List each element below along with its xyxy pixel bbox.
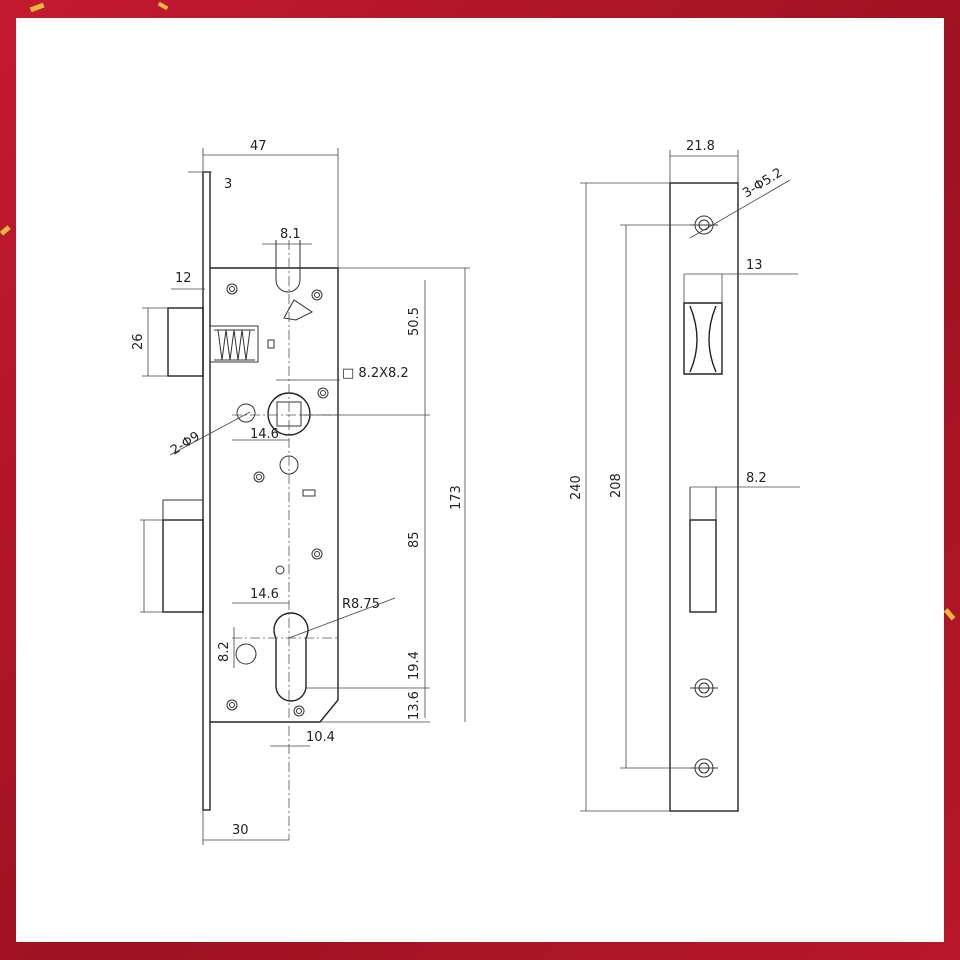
screw-hole-icon [690,678,718,698]
technical-drawing: 47 3 8.1 12 26 50.5 □ 8.2X8.2 2-Φ9 14.6 … [131,139,800,845]
dim-plate-height: 240 [569,475,584,500]
screw-icon [293,705,305,717]
drawing-panel: 47 3 8.1 12 26 50.5 □ 8.2X8.2 2-Φ9 14.6 … [16,18,944,942]
dim-latch-projection: 12 [175,271,192,286]
euro-cylinder-hole [273,612,309,702]
screw-icon [311,548,323,560]
dim-plate-width: 21.8 [686,139,715,154]
dim-bottom-offset: 13.6 [407,691,422,720]
dim-backset: 30 [232,823,249,838]
dim-hole-offset-top: 14.6 [250,427,279,442]
screw-icon [311,289,323,301]
screw-icon [226,699,238,711]
dim-face-thickness: 3 [224,177,232,192]
dim-square-spindle: □ 8.2X8.2 [342,366,409,381]
deadbolt-opening [689,519,717,613]
dim-width-47: 47 [250,139,267,154]
screw-icon [317,387,329,399]
lock-case [210,267,339,723]
dim-hole-diameter: 2-Φ9 [168,429,203,458]
dim-hole-spacing: 208 [609,473,624,498]
top-slot [275,240,301,293]
dim-cylinder-radius: R8.75 [342,597,380,612]
dim-fix-hole: 8.2 [217,641,232,662]
screw-icon [253,471,265,483]
dim-hole-offset-bottom: 14.6 [250,587,279,602]
mounting-hole [236,403,256,423]
cylinder-fix-hole [235,643,257,665]
latch-spring [214,329,255,361]
latch-bolt [167,307,204,377]
dim-slot-width: 8.1 [280,227,301,242]
face-plate-view: 21.8 3-Φ5.2 13 240 208 8.2 [569,139,800,812]
dim-top-offset: 50.5 [407,307,422,336]
dim-cylinder-width: 10.4 [306,730,335,745]
lock-body-view: 47 3 8.1 12 26 50.5 □ 8.2X8.2 2-Φ9 14.6 … [131,139,470,845]
dim-latch-opening-width: 13 [746,258,763,273]
dim-total-height: 173 [449,485,464,510]
dim-center-distance: 85 [407,531,422,548]
dead-bolt [162,519,204,613]
screw-icon [226,283,238,295]
face-plate [202,171,211,811]
dim-latch-height: 26 [131,333,146,350]
dim-bolt-opening-width: 8.2 [746,471,767,486]
screw-icon [275,565,285,575]
face-plate-front [669,182,739,812]
trigger [283,299,313,321]
dim-cylinder-length: 19.4 [407,651,422,680]
latch-opening [683,302,723,375]
